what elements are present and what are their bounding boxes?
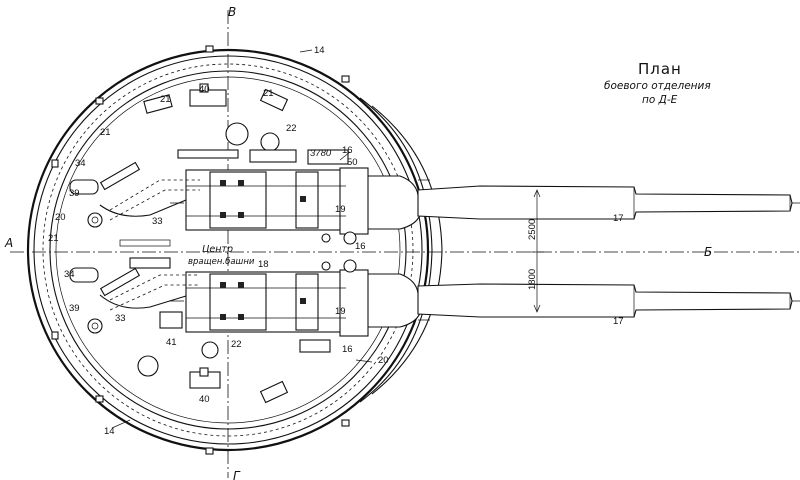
ring-bolts <box>51 45 350 455</box>
callout-16: 16 <box>342 145 353 156</box>
callout-40: 40 <box>199 394 210 405</box>
callout-20: 20 <box>378 355 389 366</box>
title-line2: боевого отделения <box>604 80 711 92</box>
center-label-line2: вращен.башни <box>188 257 255 267</box>
dimension-50: 50 <box>347 157 358 168</box>
drawing-title: План боевого отделения по Д-Е <box>604 60 711 106</box>
callout-21: 21 <box>263 88 274 99</box>
callout-41: 41 <box>166 337 177 348</box>
callout-17: 17 <box>613 213 624 224</box>
callout-18: 18 <box>258 259 269 270</box>
callout-22: 22 <box>231 339 242 350</box>
dimension-3780: 3780 <box>310 148 332 159</box>
title-main: План <box>638 60 682 78</box>
dimension-labels: 3780 50 2500 1800 <box>310 148 538 290</box>
callout-19: 19 <box>335 204 346 215</box>
lower-gun <box>185 269 793 337</box>
callout-34: 34 <box>75 158 86 169</box>
callout-16: 16 <box>342 344 353 355</box>
callout-34: 34 <box>64 269 75 280</box>
callout-20: 20 <box>55 212 66 223</box>
equipment-details <box>119 83 357 404</box>
shell-rack-upper <box>69 161 141 228</box>
callout-33: 33 <box>152 216 163 227</box>
callout-21: 21 <box>100 127 111 138</box>
section-marks: В Г А Б <box>4 5 712 480</box>
shell-rack-lower <box>69 267 141 334</box>
callout-17: 17 <box>613 316 624 327</box>
loading-trays <box>99 179 200 311</box>
upper-gun <box>185 167 793 235</box>
section-mark-top: В <box>228 5 236 19</box>
center-label-line1: Центр <box>202 244 233 255</box>
section-mark-left: А <box>4 236 13 250</box>
callout-labels: 14 14 40 40 21 21 21 21 22 22 16 16 16 3… <box>48 45 624 437</box>
callout-33: 33 <box>115 313 126 324</box>
callout-40: 40 <box>199 84 210 95</box>
callout-39: 39 <box>69 303 80 314</box>
gun-spacing-dimension <box>530 189 544 313</box>
callout-21: 21 <box>160 94 171 105</box>
callout-22: 22 <box>286 123 297 134</box>
section-mark-bottom: Г <box>233 469 241 480</box>
title-line3: по Д-Е <box>642 94 678 106</box>
callout-16: 16 <box>355 241 366 252</box>
callout-14: 14 <box>314 45 325 56</box>
dimension-2500: 2500 <box>527 219 538 240</box>
callout-39: 39 <box>69 188 80 199</box>
leader-lines <box>111 49 373 429</box>
callout-21: 21 <box>48 233 59 244</box>
dimension-1800: 1800 <box>527 269 538 290</box>
rotation-center-label: Центр вращен.башни <box>188 244 255 267</box>
callout-14: 14 <box>104 426 115 437</box>
section-mark-right: Б <box>704 245 712 259</box>
callout-19: 19 <box>335 306 346 317</box>
front-armour-plate <box>359 97 443 403</box>
